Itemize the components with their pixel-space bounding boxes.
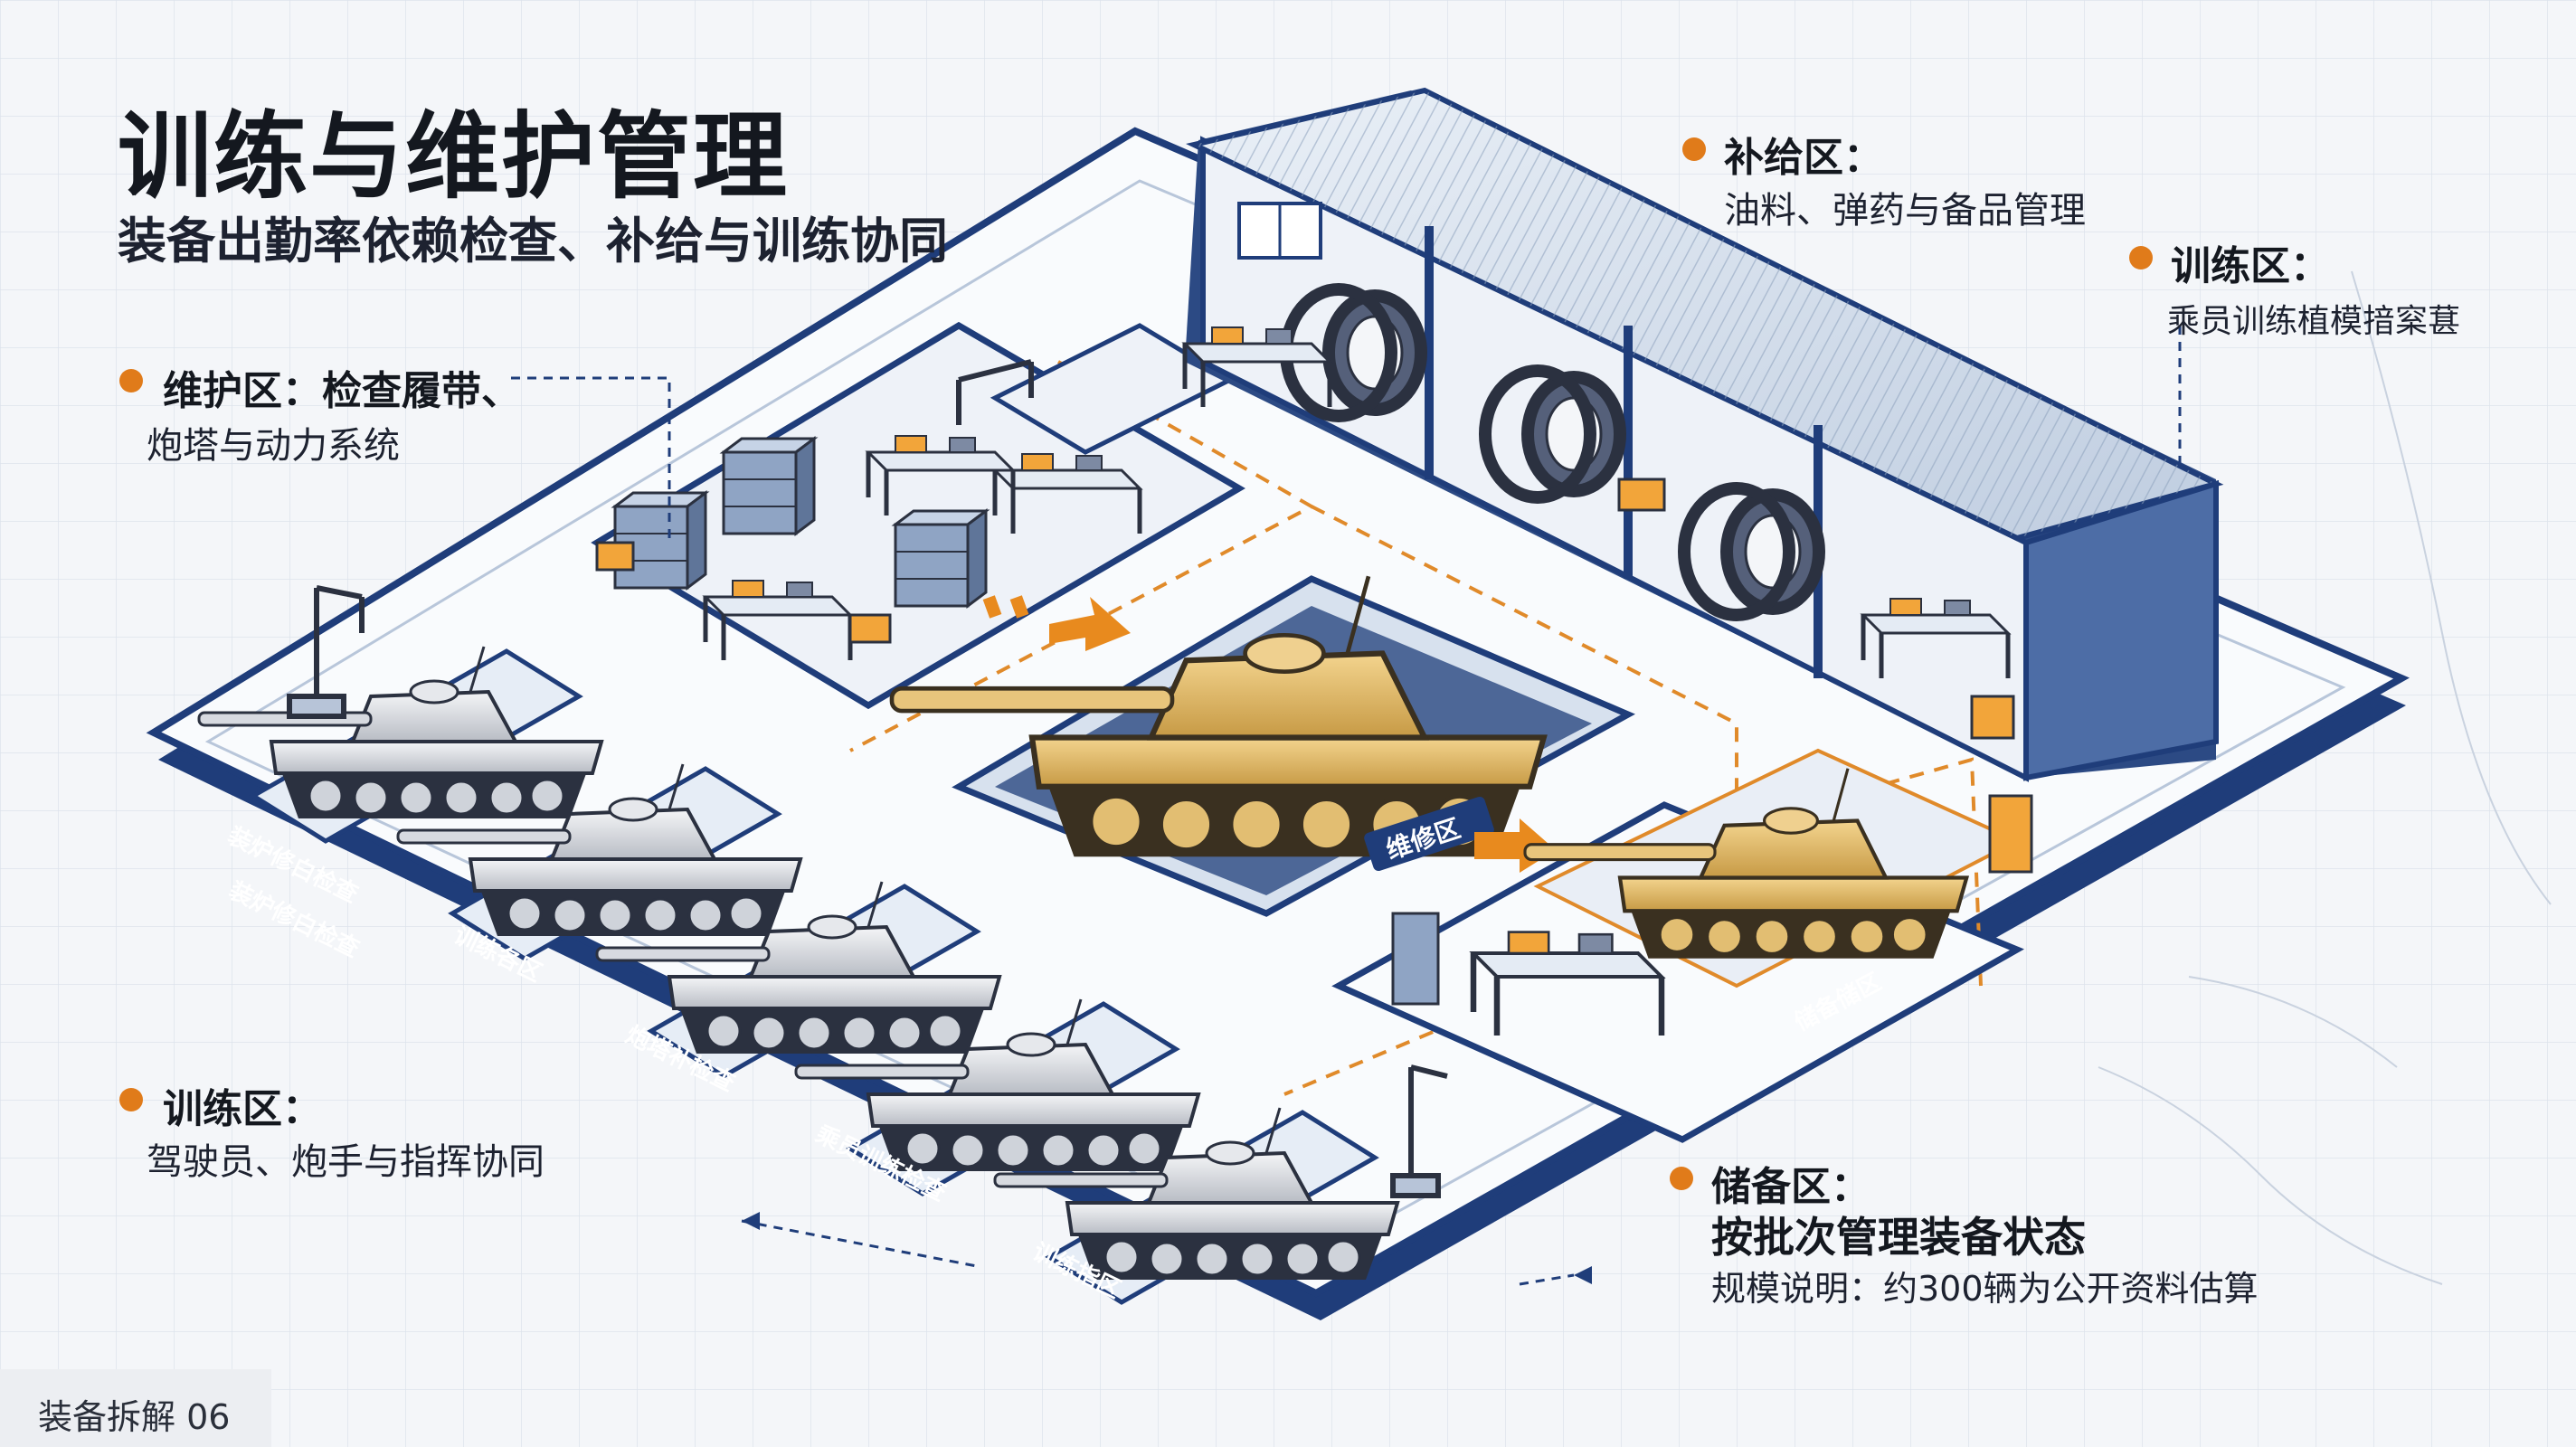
reserve-callout-heading: 储备区： xyxy=(1711,1164,1870,1210)
orange-crate xyxy=(595,541,635,572)
bullet-dot xyxy=(1682,137,1706,161)
training-right-text: 乘员训练植模揞梥葚 xyxy=(2167,303,2461,340)
page-subtitle: 装备出勤率依赖检查、补给与训练协同 xyxy=(118,213,948,270)
maintenance-callout-line2: 炮塔与动力系统 xyxy=(147,425,400,467)
footer-bar: 装备拆解 06 xyxy=(0,1369,271,1447)
tool-cabinet-1 xyxy=(613,491,707,590)
map-lines xyxy=(2098,270,2552,1285)
leader-lines xyxy=(511,326,2182,1286)
supply-callout-text: 油料、弹药与备品管理 xyxy=(1724,190,2086,232)
center-zone-tag xyxy=(1364,797,1494,871)
reserve-callout-line1: 按批次管理装备状态 xyxy=(1711,1213,2086,1262)
maintenance-callout-line1: 检查履带、 xyxy=(322,368,521,414)
bullet-dot xyxy=(2129,246,2153,270)
hoist-icon xyxy=(956,359,1034,425)
training-left-text: 驾驶员、炮手与指挥协同 xyxy=(147,1141,545,1183)
supply-callout-heading: 补给区： xyxy=(1724,135,1883,181)
training-left-heading: 训练区： xyxy=(163,1086,322,1132)
maintenance-callout-heading: 维护区： xyxy=(163,368,322,414)
tool-cabinet-2 xyxy=(722,437,816,535)
page-title: 训练与维护管理 xyxy=(118,101,790,212)
bullet-dot xyxy=(119,369,143,392)
control-console xyxy=(1391,912,1440,1006)
bullet-dot xyxy=(119,1088,143,1111)
supply-crate xyxy=(1617,478,1666,512)
footer-label: 装备拆解 06 xyxy=(38,1397,231,1437)
reserve-callout-line2: 规模说明：约300辆为公开资料估算 xyxy=(1711,1269,2259,1309)
bullet-dot xyxy=(1670,1167,1693,1190)
crane-icon xyxy=(287,585,365,719)
supply-crate xyxy=(1970,695,2015,740)
training-right-heading: 训练区： xyxy=(2171,243,2330,289)
orange-crate xyxy=(848,613,892,644)
map-arrows xyxy=(742,1212,1592,1284)
tool-cabinet-3 xyxy=(894,509,988,608)
crane-icon xyxy=(1390,1064,1448,1198)
fuel-pump xyxy=(1988,794,2033,874)
